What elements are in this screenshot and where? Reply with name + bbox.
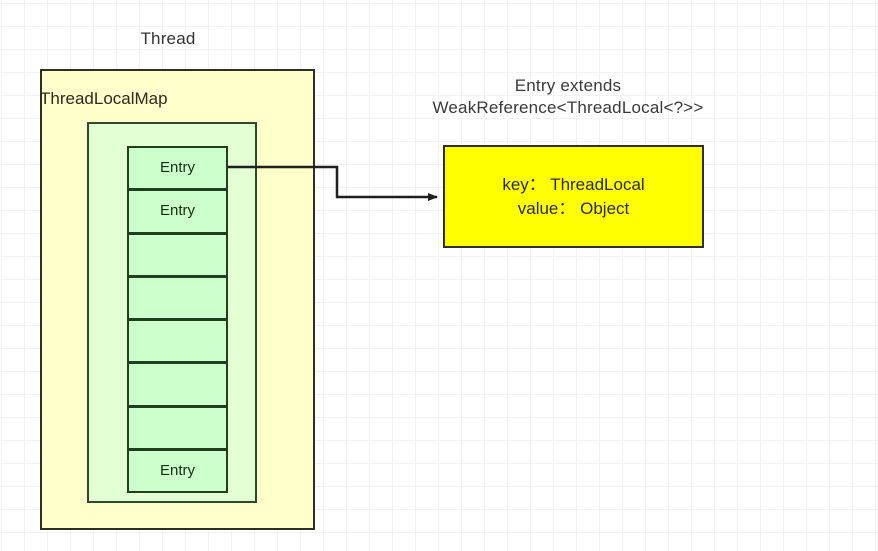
entry-table: Entry Entry Entry bbox=[127, 146, 228, 493]
threadlocalmap-title: ThreadLocalMap bbox=[40, 89, 168, 108]
entry-cell[interactable]: Entry bbox=[127, 448, 228, 493]
entry-detail-box: key： ThreadLocal value： Object bbox=[443, 145, 704, 248]
entry-cell[interactable] bbox=[127, 319, 228, 364]
entry-cell[interactable] bbox=[127, 405, 228, 450]
entry-cell[interactable]: Entry bbox=[127, 189, 228, 234]
entry-value-line: value： Object bbox=[517, 198, 630, 218]
entry-key-line: key： ThreadLocal bbox=[502, 174, 645, 194]
entry-cell[interactable] bbox=[127, 275, 228, 320]
entry-cell[interactable] bbox=[127, 232, 228, 277]
entry-cell[interactable]: Entry bbox=[127, 146, 228, 191]
entry-class-label-line1: Entry extends bbox=[514, 76, 622, 95]
thread-label: Thread bbox=[140, 29, 196, 48]
entry-class-label-line2: WeakReference<ThreadLocal<?>> bbox=[432, 98, 704, 117]
entry-cell[interactable] bbox=[127, 362, 228, 407]
